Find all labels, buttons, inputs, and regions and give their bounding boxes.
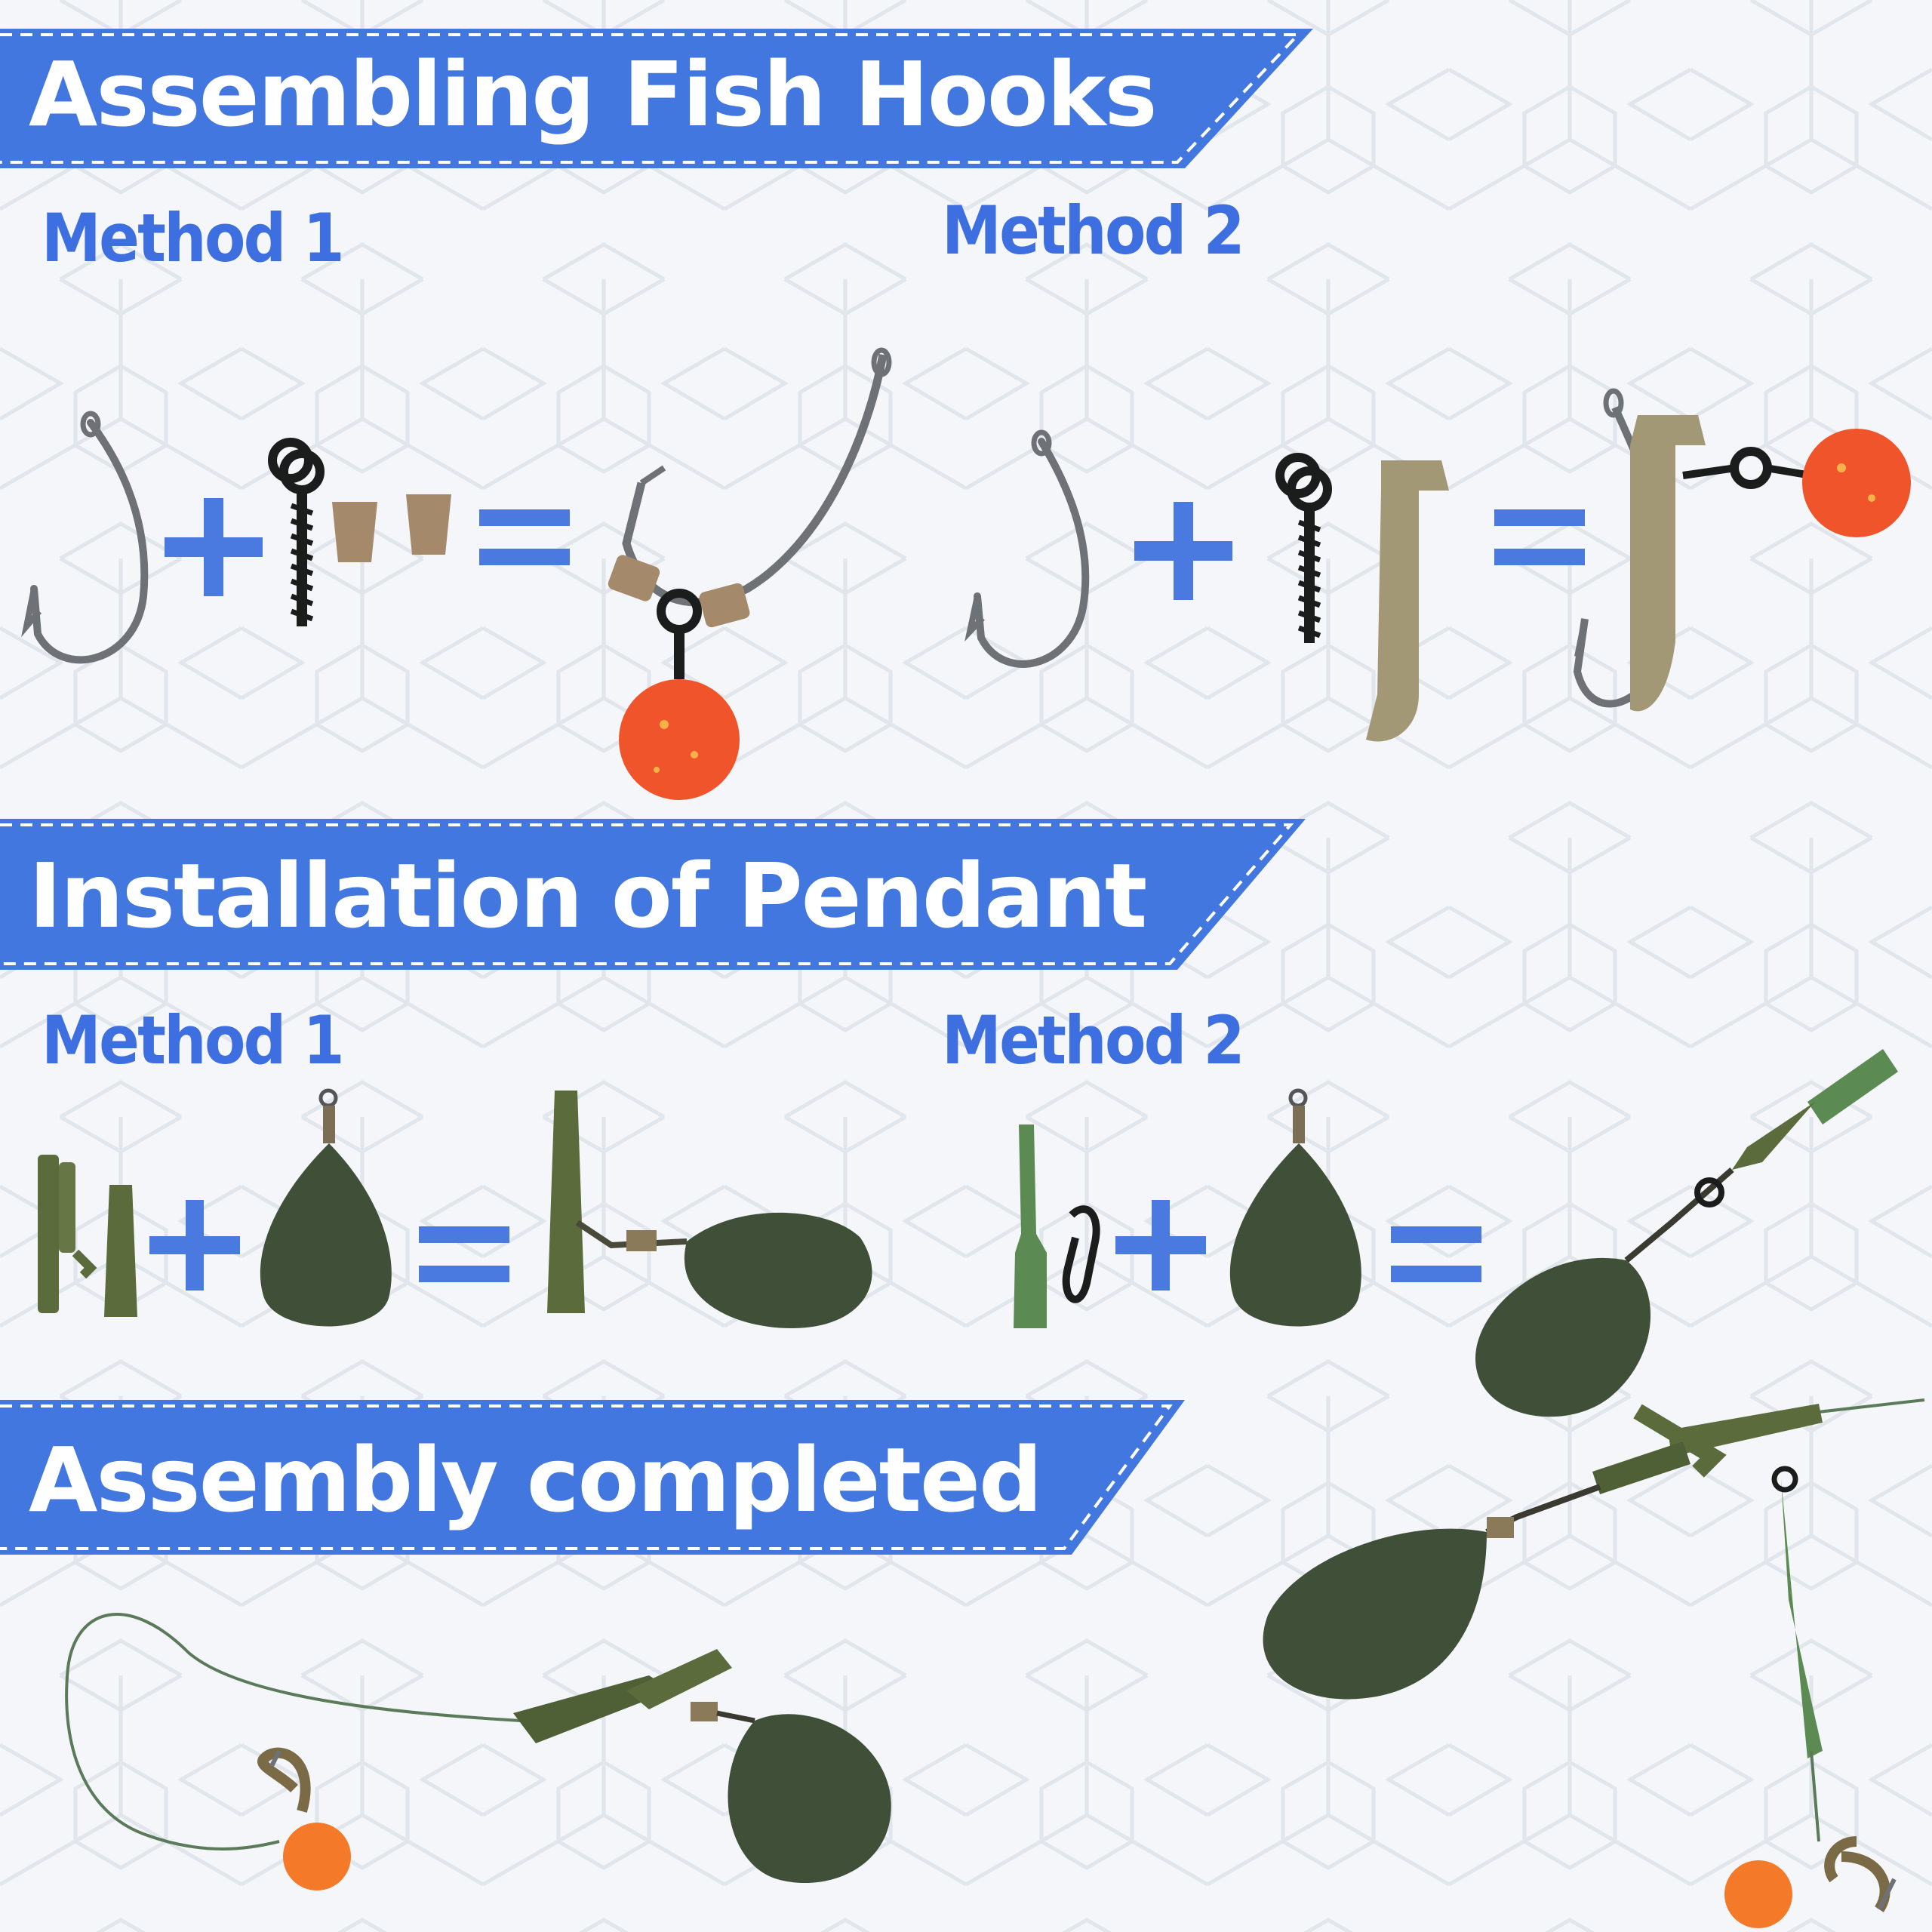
banner-title: Assembling Fish Hooks — [29, 42, 1158, 146]
hook-icon — [964, 429, 1090, 668]
equals-icon — [1391, 1226, 1481, 1282]
hooked-boilie-result-icon — [608, 347, 892, 800]
plus-icon — [1134, 502, 1232, 600]
plus-icon — [165, 498, 263, 596]
tail-rubber-icon — [104, 1185, 137, 1317]
stopper-icon — [332, 502, 377, 562]
clip-with-lead-result-icon — [547, 1091, 872, 1328]
completed-rig-left-icon — [65, 1613, 891, 1890]
hooks-method-2-label: Method 2 — [942, 192, 1245, 269]
banner-installation-pendant: Installation of Pendant — [0, 815, 1313, 974]
banner-assembling-hooks: Assembling Fish Hooks — [0, 14, 1313, 172]
hooks-method-1-label: Method 1 — [42, 199, 345, 277]
stopper-icon — [406, 494, 451, 555]
banner-assembly-completed: Assembly completed — [0, 1396, 1192, 1562]
hook-icon — [21, 411, 149, 664]
plus-icon — [1115, 1200, 1206, 1291]
bait-screw-icon — [1275, 453, 1332, 643]
equals-icon — [1494, 509, 1585, 565]
lead-weight-icon — [1229, 1088, 1361, 1327]
snap-with-lead-result-icon — [1475, 1049, 1898, 1417]
equals-icon — [419, 1226, 509, 1282]
tail-rubber-icon — [1014, 1124, 1047, 1328]
lead-clip-icon — [38, 1155, 97, 1313]
banner-title: Installation of Pendant — [29, 844, 1147, 948]
lead-weight-icon — [260, 1088, 392, 1327]
completed-rig-right-icon — [1263, 1398, 1925, 1928]
hooked-tail-result-icon — [1573, 388, 1911, 712]
pendant-method-2-label: Method 2 — [942, 1001, 1245, 1079]
bait-screw-icon — [268, 438, 325, 626]
equals-icon — [479, 509, 570, 565]
pendant-method-1-label: Method 1 — [42, 1001, 345, 1079]
plus-icon — [149, 1200, 240, 1291]
banner-title: Assembly completed — [29, 1428, 1043, 1532]
tail-rubber-icon — [1366, 460, 1449, 742]
snap-clip-icon — [1062, 1205, 1100, 1303]
